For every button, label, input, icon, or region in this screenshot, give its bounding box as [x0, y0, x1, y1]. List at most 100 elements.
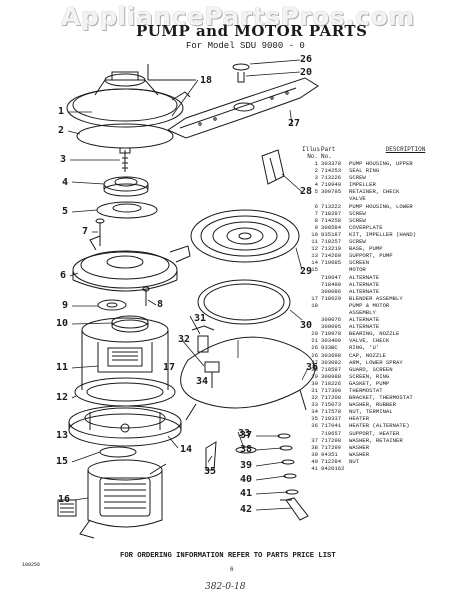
parts-desc-cell: KIT, IMPELLER (HAND): [349, 230, 417, 238]
parts-no-cell: 2: [314, 167, 318, 175]
handwritten-code: 382-0-18: [205, 582, 246, 592]
parts-no-cell: [302, 281, 321, 288]
parts-desc-cell: ALTERNATE: [349, 273, 380, 281]
page-title: PUMP and MOTOR PARTS: [136, 22, 368, 40]
parts-no-cell: 32: [311, 394, 318, 402]
callout-31: 31: [194, 313, 207, 324]
parts-desc-cell: WASHER: [349, 443, 370, 451]
parts-desc-cell: MOTOR: [349, 266, 366, 274]
parts-list-header: Illus. No. Part No. DESCRIPTION: [302, 146, 462, 160]
parts-no-cell: [302, 195, 321, 202]
parts-part-cell: 9420162: [321, 465, 345, 473]
parts-desc-cell: RING, 'U': [349, 344, 380, 352]
assembly-bracket: [147, 64, 196, 81]
parts-no-cell: 30: [311, 379, 318, 387]
parts-desc-cell: PUMP HOUSING, LOWER: [349, 202, 413, 210]
parts-part-cell: 300086: [321, 287, 342, 295]
parts-desc-cell: SCREEN: [349, 259, 370, 267]
parts-part-cell: 714260: [321, 252, 342, 260]
impeller-kit: [111, 315, 149, 333]
callout-10: 10: [56, 318, 69, 329]
parts-no-cell: 21: [311, 337, 318, 345]
watermark: AppliancePartsPros.com: [61, 2, 415, 31]
model-number: For Model SDU 9000 - 0: [186, 41, 305, 51]
callout-30: 30: [300, 320, 313, 331]
parts-desc-cell: THERMOSTAT: [349, 387, 383, 394]
parts-no-cell: 13: [311, 252, 318, 260]
callout-14: 14: [180, 444, 193, 455]
col-illus: Illus. No.: [302, 146, 324, 160]
upper-pump-housing: [66, 71, 191, 128]
parts-part-cell: 835187: [321, 230, 342, 238]
ordering-footer: FOR ORDERING INFORMATION REFER TO PARTS …: [120, 552, 336, 560]
parts-part-cell: [321, 266, 349, 273]
callout-3: 3: [60, 154, 67, 165]
parts-desc-cell: BRACKET, THERMOSTAT: [349, 394, 413, 402]
callout-36: 36: [306, 362, 319, 373]
parts-part-cell: 718226: [321, 379, 342, 387]
parts-desc-cell: ARM, LOWER SPRAY: [349, 358, 403, 366]
parts-part-cell: 717041: [321, 422, 342, 430]
parts-no-cell: [302, 430, 321, 437]
col-part: Part No.: [321, 146, 336, 160]
callout-8: 8: [157, 299, 164, 310]
parts-desc-cell: PUMP & MOTOR: [349, 301, 390, 309]
callout-39: 39: [240, 460, 253, 471]
parts-part-cell: 712284: [321, 457, 342, 465]
parts-no-cell: 8: [314, 216, 318, 224]
callout-28: 28: [300, 186, 313, 197]
callout-35: 35: [204, 466, 217, 477]
parts-part-cell: 717299: [321, 443, 342, 451]
callout-7: 7: [82, 226, 89, 237]
callout-42: 42: [240, 504, 253, 515]
parts-no-cell: 35: [311, 415, 318, 423]
callout-13: 13: [56, 430, 69, 441]
parts-part-cell: 303409: [321, 337, 342, 345]
parts-part-cell: 94351: [321, 450, 338, 458]
parts-part-cell: 719337: [321, 415, 342, 423]
parts-no-cell: 36: [311, 422, 318, 430]
screw-8: [142, 286, 150, 306]
footer-code: 100256: [22, 562, 41, 568]
parts-part-cell: 933BC: [321, 344, 338, 352]
pump-gasket: [197, 279, 291, 325]
parts-desc-cell: WASHER, RUBBER: [349, 401, 396, 409]
parts-desc-cell: BASE, PUMP: [349, 245, 383, 253]
list-item: 300086 ALTERNATE: [302, 288, 462, 295]
callout-11: 11: [56, 362, 69, 373]
parts-no-cell: 41: [311, 465, 318, 473]
parts-desc-cell: IMPELLER: [349, 181, 376, 189]
parts-no-cell: 34: [311, 408, 318, 416]
parts-no-cell: 38: [311, 443, 318, 451]
parts-part-cell: 719647: [321, 273, 342, 281]
callout-29: 29: [300, 266, 313, 277]
parts-no-cell: 28: [311, 365, 318, 373]
parts-no-cell: 40: [311, 457, 318, 465]
parts-no-cell: 5: [314, 188, 318, 196]
parts-part-cell: 718490: [321, 280, 342, 288]
screw-7: [95, 218, 105, 246]
parts-part-cell: 714253: [321, 167, 342, 175]
page-number: 6: [230, 566, 234, 573]
parts-no-cell: 12: [311, 245, 318, 253]
parts-desc-cell: ALTERNATE: [349, 287, 380, 295]
parts-part-cell: 300584: [321, 223, 342, 231]
parts-part-cell: 719657: [321, 429, 342, 437]
parts-no-cell: 1: [314, 160, 318, 167]
parts-desc-cell: BEARING, NOZZLE: [349, 330, 400, 338]
